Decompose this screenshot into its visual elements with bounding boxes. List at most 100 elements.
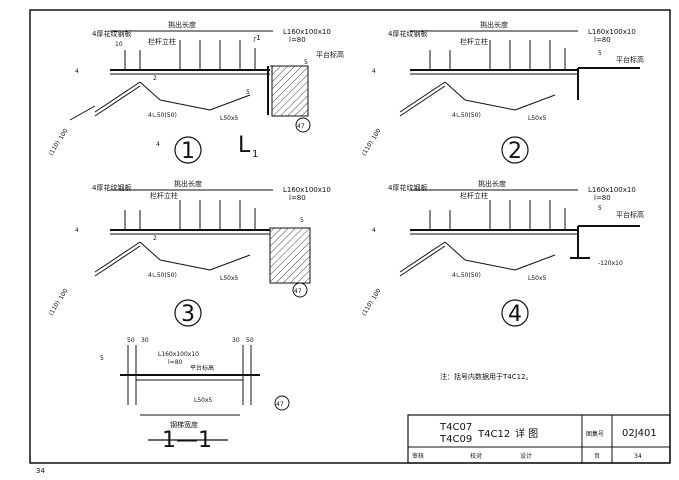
detail-circle-2 — [501, 136, 529, 164]
platform-label: 平台标高 — [316, 50, 344, 59]
dim-110: (110) — [361, 300, 375, 317]
angle-label: 4∟50(50) — [452, 272, 481, 279]
weld-5: 5 — [300, 217, 304, 224]
railing-label: 栏杆立柱 — [460, 191, 488, 200]
section-l-label: L — [238, 133, 251, 158]
weld-5b: 5 — [304, 59, 308, 66]
railing-label: 栏杆立柱 — [148, 37, 176, 46]
weld-5: 5 — [246, 89, 250, 96]
detail-number-1: 1 — [181, 139, 195, 164]
cantilever-label: 挑出长度 — [168, 20, 196, 29]
section-mark: ┌1 — [252, 34, 261, 42]
dim-100: 100 — [371, 127, 383, 141]
dim-100: 100 — [58, 127, 70, 141]
beam-len-label: l=80 — [594, 36, 611, 44]
detail-1: 4厚花纹钢板 挑出长度 栏杆立柱 L160x100x10 l=80 ┌1 平台标… — [48, 20, 344, 164]
detail-ref-circle-1 — [295, 117, 311, 133]
detail-ref-1: 47 — [297, 123, 305, 130]
detail-circle-4 — [501, 299, 529, 327]
detail-ref-circle-3 — [292, 282, 308, 298]
title-block: T4C07 T4C09 T4C12 详 图 图集号 02J401 审核 校对 设… — [407, 414, 671, 464]
plate-label: 4厚花纹钢板 — [388, 29, 427, 38]
angle-label: 4∟50(50) — [148, 272, 177, 279]
plate-120-label: -120x10 — [598, 260, 623, 267]
codes-line2: T4C09 — [439, 434, 472, 445]
beam-len-label: l=80 — [594, 194, 611, 202]
beam-label: L160x100x10 — [158, 351, 199, 358]
platform-label: 平台标高 — [616, 55, 644, 64]
section-l-sub: 1 — [252, 149, 258, 160]
angle-label: 4∟50(50) — [148, 112, 177, 119]
angle-l50: L50x5 — [220, 115, 239, 122]
detail-number-4: 4 — [508, 302, 522, 327]
beam-label: L160x100x10 — [283, 28, 331, 36]
railing-label: 栏杆立柱 — [460, 37, 488, 46]
codes-mid: T4C12 — [477, 429, 510, 440]
detail-2: 4厚花纹钢板 挑出长度 栏杆立柱 L160x100x10 l=80 平台标高 4… — [361, 20, 644, 164]
detail-ref-circle-s — [274, 395, 290, 411]
weld-2: 2 — [153, 75, 157, 82]
dim-30b: 30 — [232, 337, 240, 344]
section-1-1: 50 30 30 50 L160x100x10 l=80 平台标高 L50x5 … — [100, 337, 290, 453]
weld-4: 4 — [372, 227, 376, 234]
weld-2: 2 — [153, 235, 157, 242]
weld-5: 5 — [598, 50, 602, 57]
plate-label: 4厚花纹钢板 — [388, 183, 427, 192]
check-label: 校对 — [470, 452, 482, 460]
review-label: 审核 — [412, 452, 424, 460]
weld-5: 5 — [598, 205, 602, 212]
dim-110: (110) — [48, 140, 62, 157]
angle-label: 4∟50(50) — [452, 112, 481, 119]
note-text: 注：括号内数据用于T4C12。 — [440, 372, 533, 381]
beam-label: L160x100x10 — [588, 186, 636, 194]
angle-l50: L50x5 — [220, 275, 239, 282]
wall-hatch-3 — [269, 227, 311, 284]
platform-label: 平台标高 — [616, 210, 644, 219]
weld-4: 4 — [75, 68, 79, 75]
page-number-cell: 34 — [634, 453, 642, 460]
weld-4b: 4 — [156, 141, 160, 148]
detail-3: 4厚花纹钢板 挑出长度 栏杆立柱 L160x100x10 l=80 4 2 5 … — [48, 179, 331, 327]
cantilever-label: 挑出长度 — [478, 179, 506, 188]
detail-ref-s: 47 — [276, 401, 284, 408]
weld-5: 5 — [100, 355, 104, 362]
detail-4: 4厚花纹钢板 挑出长度 栏杆立柱 L160x100x10 l=80 平台标高 4… — [361, 179, 644, 327]
weld-4: 4 — [372, 68, 376, 75]
plate-label: 4厚花纹钢板 — [92, 29, 131, 38]
angle-l50: L50x5 — [194, 397, 213, 404]
wall-hatch-1 — [271, 65, 309, 117]
design-label: 设计 — [520, 452, 532, 460]
railing-label: 栏杆立柱 — [150, 191, 178, 200]
dim-100: 100 — [371, 287, 383, 301]
dim-100: 100 — [58, 287, 70, 301]
detail-number-2: 2 — [508, 139, 522, 164]
detail-circle-3 — [174, 299, 202, 327]
beam-len-label: l=80 — [289, 194, 306, 202]
weld-4: 4 — [75, 227, 79, 234]
dim-50: 50 — [127, 337, 135, 344]
detail-number-3: 3 — [181, 302, 195, 327]
beam-len-label: l=80 — [289, 36, 306, 44]
atlas-label: 图集号 — [586, 430, 604, 438]
detail-circle-1 — [174, 136, 202, 164]
dim-50b: 50 — [246, 337, 254, 344]
drawing-title: 详 图 — [515, 427, 538, 440]
platform-label: 平台标高 — [190, 364, 214, 372]
dim-110: (110) — [48, 300, 62, 317]
angle-l50: L50x5 — [528, 115, 547, 122]
dim-30: 30 — [141, 337, 149, 344]
angle-l50: L50x5 — [528, 275, 547, 282]
codes-line1: T4C07 — [439, 422, 472, 433]
dim-10: 10 — [115, 41, 123, 48]
cantilever-label: 挑出长度 — [174, 179, 202, 188]
cantilever-label: 挑出长度 — [480, 20, 508, 29]
plate-label: 4厚花纹钢板 — [92, 183, 131, 192]
detail-ref-3: 47 — [294, 288, 302, 295]
atlas-number: 02J401 — [622, 428, 657, 439]
beam-label: L160x100x10 — [588, 28, 636, 36]
page-label: 页 — [594, 453, 600, 460]
sheet-border — [29, 9, 671, 464]
stair-width-label: 钢梯宽度 — [170, 420, 198, 429]
beam-len-label: l=80 — [168, 359, 183, 366]
